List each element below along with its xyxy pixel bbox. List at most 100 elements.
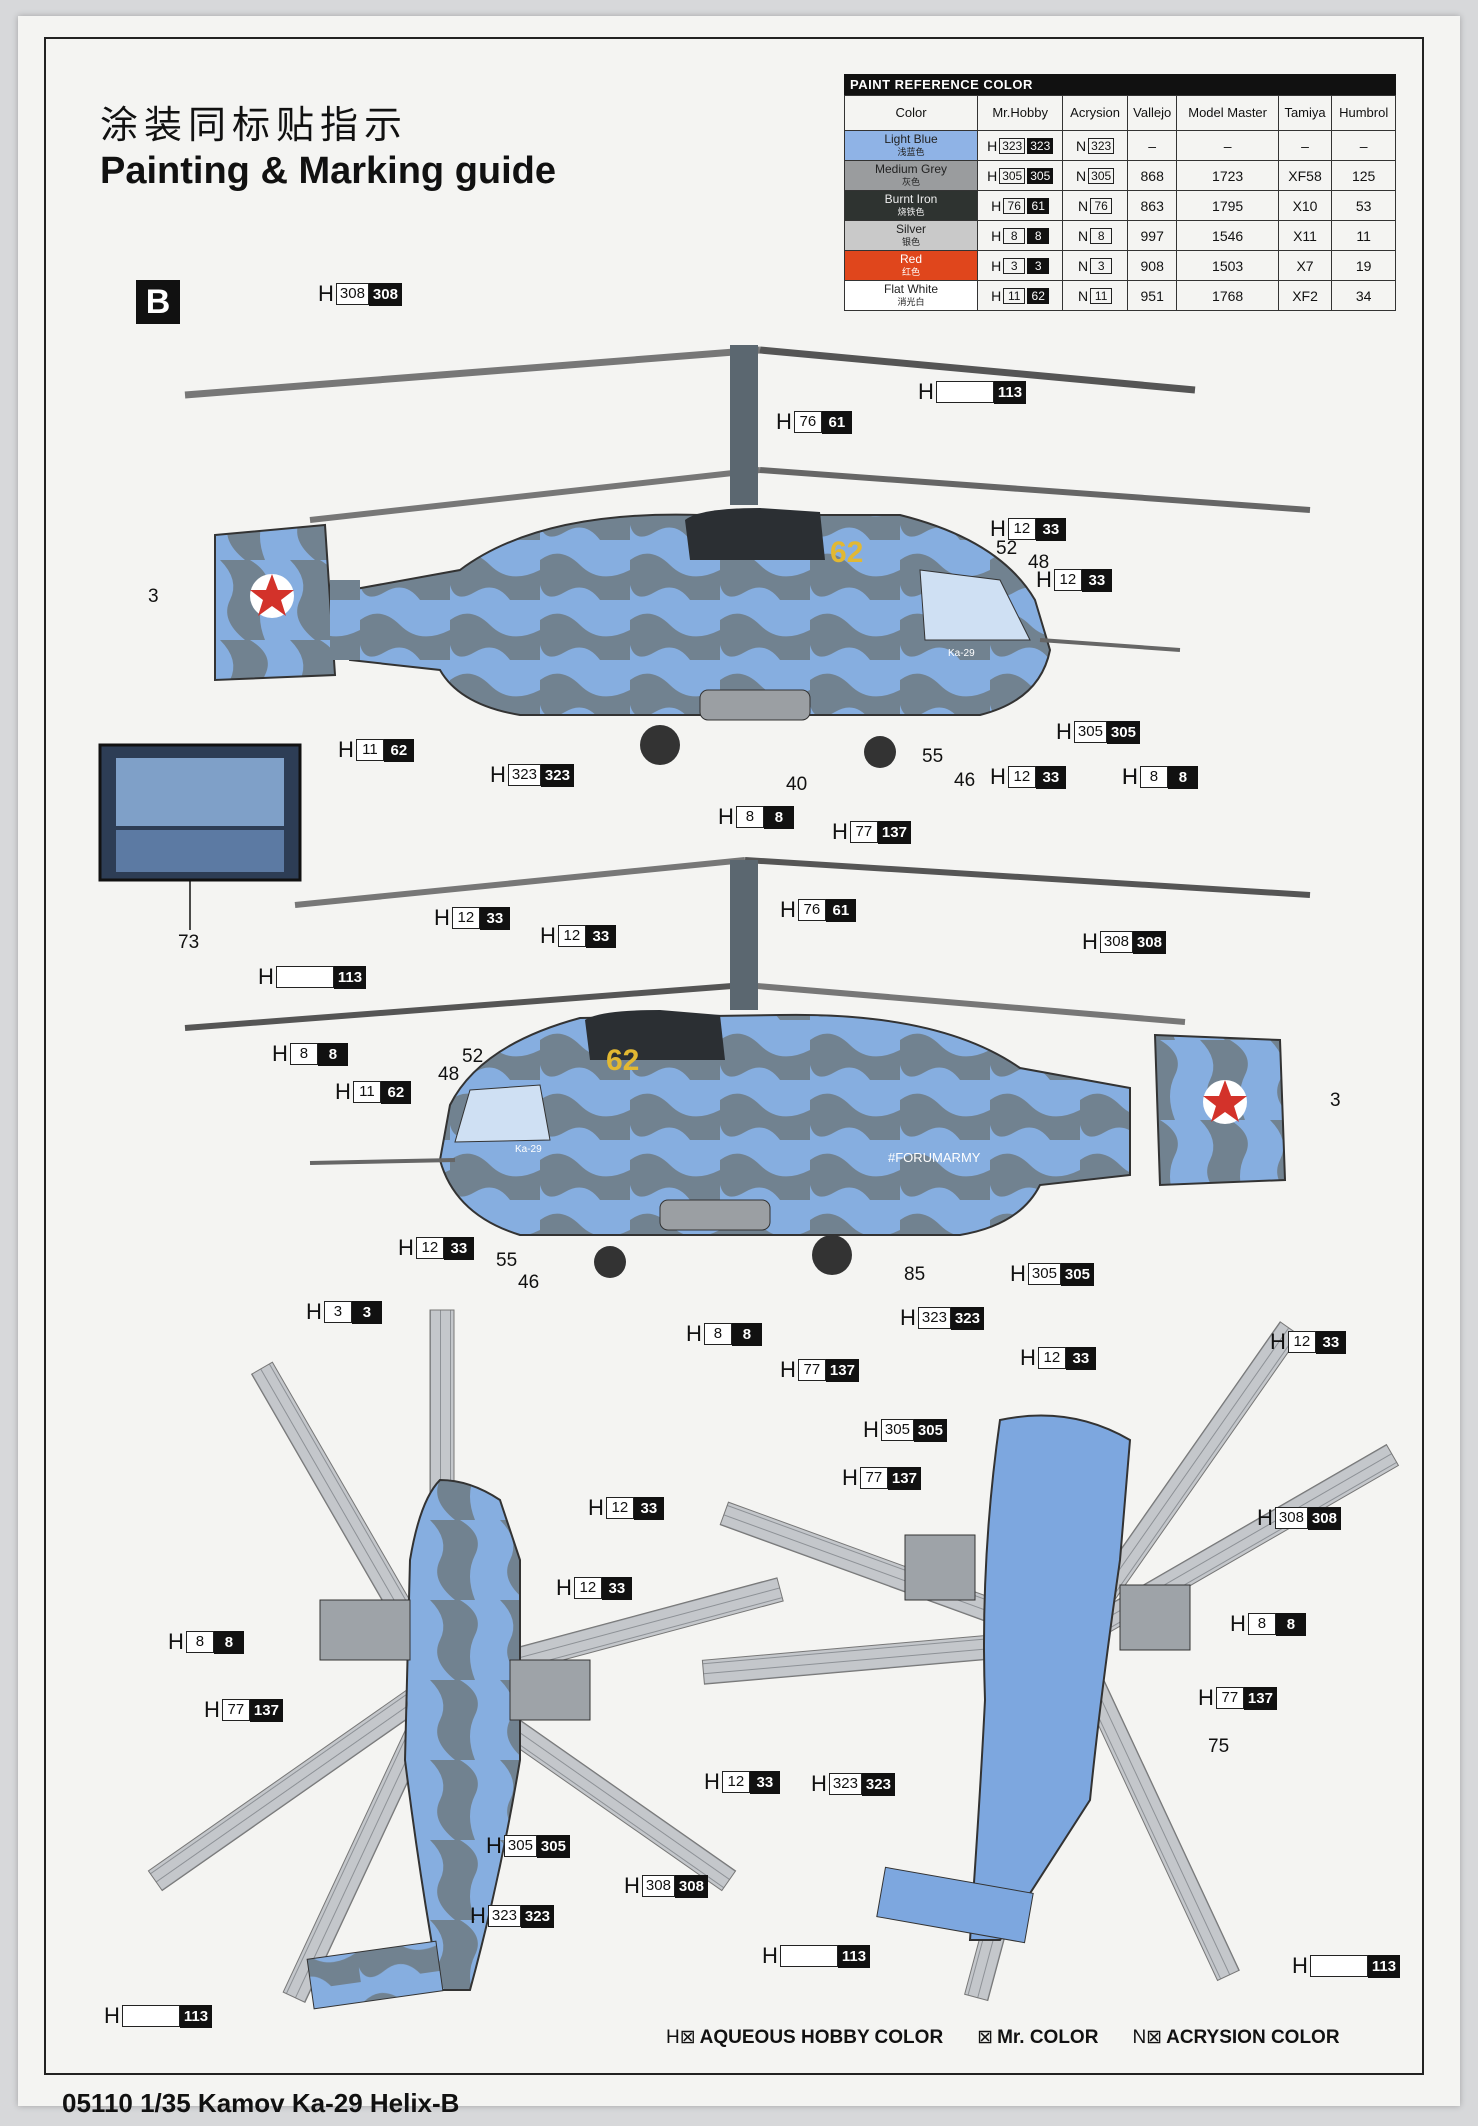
callout-secondary-code: 137 (249, 1698, 283, 1722)
callout-prefix: H (704, 1769, 720, 1794)
callout-prefix: H (1036, 567, 1052, 592)
fuselage (438, 1013, 1131, 1236)
callout-secondary-code: 323 (950, 1306, 984, 1330)
callout-primary-code: 76 (797, 899, 826, 921)
callout-prefix: H (1122, 764, 1138, 789)
vallejo-code: 997 (1126, 220, 1178, 251)
callout-primary-code: 12 (573, 1577, 602, 1599)
callout-secondary-code: 8 (317, 1042, 348, 1066)
nose-wheel (594, 1246, 626, 1278)
main-wheel (812, 1235, 852, 1275)
footer-title: 05110 1/35 Kamov Ka-29 Helix-B (62, 2088, 460, 2118)
callout-prefix: H (486, 1833, 502, 1858)
callout-secondary-code: 113 (179, 2004, 213, 2028)
callout-primary-code: 8 (1139, 766, 1168, 788)
vallejo-code: 908 (1126, 250, 1178, 281)
callout-primary-code: 323 (917, 1307, 951, 1329)
callout-secondary-code: 305 (536, 1834, 570, 1858)
callout-prefix: H (490, 762, 506, 787)
callout-primary-code: 323 (487, 1905, 521, 1927)
callout-primary-code (275, 966, 334, 988)
top-view (147, 1309, 784, 2010)
callout-secondary-code: 33 (479, 906, 510, 930)
upper-rotor-blade (184, 346, 761, 399)
paint-table-header: Humbrol (1331, 95, 1396, 131)
callout-primary-code: 3 (323, 1301, 352, 1323)
callout-secondary-code: 8 (763, 805, 794, 829)
callout-secondary-code: 305 (1106, 720, 1140, 744)
paint-reference-title: PAINT REFERENCE COLOR (844, 74, 1396, 95)
callout-prefix: H (398, 1235, 414, 1260)
callout-primary-code: 305 (1073, 721, 1107, 743)
lower-rotor-blade (309, 467, 761, 523)
callout-primary-code: 323 (507, 764, 541, 786)
callout-secondary-code: 8 (731, 1322, 762, 1346)
callout-prefix: H (811, 1771, 827, 1796)
section-label: B (136, 280, 180, 324)
engine-pod (319, 1599, 411, 1661)
humbrol-code: 19 (1331, 250, 1396, 281)
model-master-code: – (1176, 130, 1279, 161)
tamiya-code: X7 (1277, 250, 1333, 281)
upper-rotor-blade (744, 857, 1311, 898)
decal-number: 48 (438, 1064, 460, 1085)
tail-plane (876, 1866, 1034, 1944)
callout-secondary-code: 137 (825, 1358, 859, 1382)
callout-secondary-code: 33 (601, 1576, 632, 1600)
callout-primary-code: 77 (797, 1359, 826, 1381)
callout-secondary-code: 308 (1132, 930, 1166, 954)
callout-secondary-code: 137 (877, 820, 911, 844)
title-english: Painting & Marking guide (100, 150, 557, 192)
color-legend: H⊠AQUEOUS HOBBY COLOR ⊠Mr. COLOR N⊠ACRYS… (666, 2026, 1340, 2049)
callout-prefix: H (762, 1943, 778, 1968)
callout-secondary-code: 113 (837, 1944, 871, 1968)
decal-number: 3 (1330, 1090, 1341, 1111)
paint-callout: H 113 (762, 1943, 871, 1968)
title-chinese: 涂装同标贴指示 (100, 103, 409, 147)
humbrol-code: 125 (1331, 160, 1396, 191)
fuselage-bottom (968, 1414, 1132, 1941)
callout-primary-code (935, 381, 994, 403)
callout-secondary-code: 323 (861, 1772, 895, 1796)
lower-rotor-blade (759, 467, 1311, 513)
decal-number: 52 (462, 1046, 484, 1067)
engine-pod (904, 1534, 976, 1601)
tamiya-code: XF2 (1277, 280, 1333, 311)
callout-primary-code: 12 (1287, 1331, 1316, 1353)
callout-prefix: H (1257, 1505, 1273, 1530)
bottom-view (701, 1321, 1400, 2002)
paint-table-header: Model Master (1176, 95, 1279, 131)
callout-primary-code: 8 (735, 806, 764, 828)
callout-prefix: H (990, 764, 1006, 789)
callout-primary-code: 12 (1037, 1347, 1066, 1369)
callout-primary-code: 11 (352, 1081, 381, 1103)
